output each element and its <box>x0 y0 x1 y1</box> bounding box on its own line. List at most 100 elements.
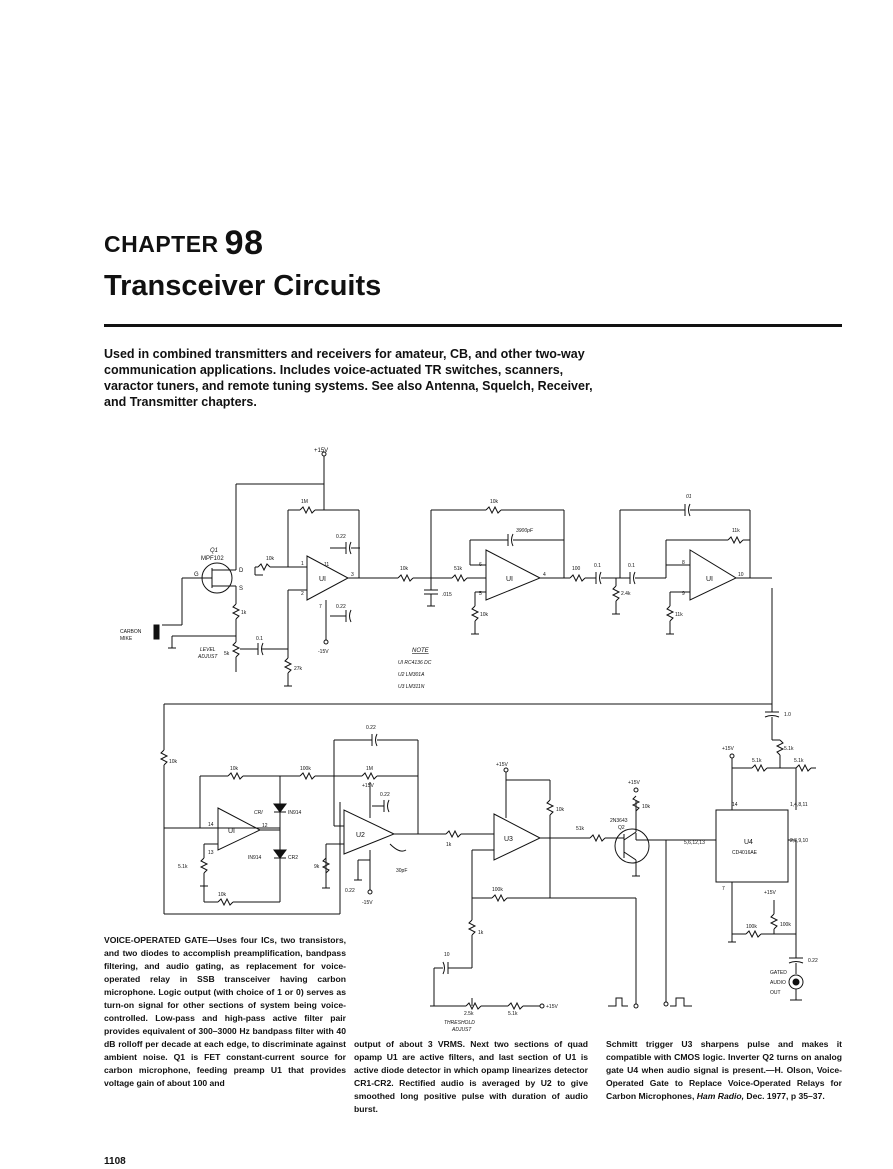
lbl-ul-b: UI <box>506 576 513 583</box>
lbl-c3900: 3900pF <box>516 528 534 534</box>
lbl-pins-a: 14 <box>732 802 738 808</box>
caption-source: Ham Radio, <box>696 1091 744 1101</box>
lbl-c10b: 1.0 <box>784 712 791 718</box>
lbl-in914a: IN914 <box>288 810 302 816</box>
lbl-pin9: 9 <box>682 591 685 597</box>
lbl-q2num: 2N3643 <box>610 818 628 824</box>
lbl-r10k-c: 10k <box>490 499 499 505</box>
lbl-r51k-f: 5.1k <box>794 758 804 764</box>
lbl-note3: U3 LM311N <box>398 684 425 690</box>
lbl-r51k-d: 51k <box>576 826 585 832</box>
lbl-r100k-a: 100k <box>300 766 311 772</box>
lbl-r27k: 27k <box>294 666 303 672</box>
caption-text-3: Schmitt trigger U3 sharpens pulse and ma… <box>606 1039 842 1101</box>
lbl-q2: Q2 <box>618 825 625 831</box>
lbl-r10k-f: 10k <box>230 766 239 772</box>
lbl-mike: MIKE <box>120 636 133 642</box>
lbl-r25k: 2.5k <box>464 1011 474 1017</box>
lbl-pin14: 14 <box>208 822 214 828</box>
lbl-pin7b: 7 <box>722 886 725 892</box>
lbl-cd4016: CD4016AE <box>732 850 758 856</box>
lbl-r11k-a: 11k <box>732 528 740 534</box>
lbl-r1k-b: 1k <box>446 842 452 848</box>
lbl-r1k: 1k <box>241 610 247 616</box>
caption-column-2: output of about 3 VRMS. Next two section… <box>354 1039 588 1114</box>
caption-source-end: Dec. 1977, p 35–37. <box>744 1091 825 1101</box>
lbl-v15-e: +15V <box>628 780 640 786</box>
title-rule <box>104 324 842 327</box>
lbl-mpf102: MPF102 <box>201 556 224 562</box>
lbl-r10k-e: 10k <box>169 759 178 765</box>
lbl-s: S <box>239 586 243 592</box>
lbl-r10k-i: 10k <box>642 804 651 810</box>
lbl-r51k-c: 5.1k <box>508 1011 518 1017</box>
voice-operated-gate-schematic: +15V Q1 MPF102 G D S 1k CARBON MIKE LEVE… <box>120 448 818 1033</box>
caption-column-1: VOICE-OPERATED GATE—Uses four ICs, two t… <box>104 934 346 1090</box>
lbl-adjust2: ADJUST <box>451 1027 472 1033</box>
lbl-r100k-c: 100k <box>780 922 791 928</box>
lbl-u3: U3 <box>504 836 513 843</box>
lbl-v15-g: +15V <box>764 890 776 896</box>
lbl-audio: AUDIO <box>770 980 786 986</box>
lbl-gated: GATED <box>770 970 787 976</box>
lbl-v15-b: +15V <box>362 783 374 789</box>
lbl-pin12: 12 <box>262 823 268 829</box>
lbl-pin13: 13 <box>208 850 214 856</box>
lbl-c10: 10 <box>444 952 450 958</box>
lbl-c022f: 0.22 <box>808 958 818 964</box>
lbl-pin5: 5 <box>479 591 482 597</box>
lbl-v15-f: +15V <box>722 746 734 752</box>
lbl-ul-d: UI <box>228 828 235 835</box>
lbl-ul-a: UI <box>319 576 326 583</box>
lbl-in914b: IN914 <box>248 855 262 861</box>
lbl-pin1: 1 <box>301 561 304 567</box>
lbl-c01c: 0.1 <box>628 563 635 569</box>
lbl-r51k-b: 5.1k <box>178 864 188 870</box>
lbl-r51k-a: 51k <box>454 566 463 572</box>
lbl-r100k-b: 100k <box>492 887 503 893</box>
lbl-r24k: 2.4k <box>621 591 631 597</box>
lbl-r1m: 1M <box>301 499 308 505</box>
lbl-ul-c: UI <box>706 576 713 583</box>
lbl-c022a: 0.22 <box>336 534 346 540</box>
lbl-r10k-d: 10k <box>480 612 489 618</box>
lbl-pin11: 11 <box>324 562 329 568</box>
caption-title: VOICE-OPERATED GATE <box>104 935 208 945</box>
lbl-r51k-g: 5.1k <box>784 746 794 752</box>
chapter-intro: Used in combined transmitters and receiv… <box>104 347 593 409</box>
lbl-u2: U2 <box>356 832 365 839</box>
lbl-c01a: 0.1 <box>256 636 263 642</box>
lbl-neg15b: -15V <box>362 900 373 906</box>
lbl-r10k-g: 10k <box>218 892 227 898</box>
lbl-pin10: 10 <box>738 572 744 578</box>
lbl-u4: U4 <box>744 839 753 846</box>
lbl-c015: .015 <box>442 592 452 598</box>
lbl-out: OUT <box>770 990 781 996</box>
lbl-r10k-a: 10k <box>266 556 275 562</box>
lbl-neg15: -15V <box>318 649 329 655</box>
lbl-cr2: CR2 <box>288 855 298 861</box>
lbl-r10k-b: 10k <box>400 566 409 572</box>
lbl-carbon: CARBON <box>120 629 142 635</box>
lbl-v15-c: +15V <box>496 762 508 768</box>
lbl-pin2: 2 <box>301 591 304 597</box>
lbl-r1k-c: 1k <box>478 930 484 936</box>
lbl-d: D <box>239 568 244 574</box>
page-number: 1108 <box>104 1156 126 1167</box>
chapter-word: CHAPTER <box>104 231 219 257</box>
lbl-c30: 30pF <box>396 868 407 874</box>
lbl-r1m-b: 1M <box>366 766 373 772</box>
lbl-pin3: 3 <box>351 572 354 578</box>
lbl-pins-d: 2,3,9,10 <box>790 838 808 844</box>
lbl-level: LEVEL <box>200 647 216 653</box>
chapter-title: Transceiver Circuits <box>104 270 382 302</box>
lbl-q1: Q1 <box>210 548 218 554</box>
lbl-c022b: 0.22 <box>336 604 346 610</box>
lbl-cr1: CRI <box>254 810 263 816</box>
lbl-pins-c: 5,6,12,13 <box>684 840 705 846</box>
lbl-r9k: 9k <box>314 864 320 870</box>
lbl-threshold: THRESHOLD <box>444 1020 475 1026</box>
lbl-r11k-b: 11k <box>675 612 683 618</box>
lbl-pins-b: 1,4,8,11 <box>790 802 808 808</box>
lbl-pin8: 8 <box>682 560 685 566</box>
